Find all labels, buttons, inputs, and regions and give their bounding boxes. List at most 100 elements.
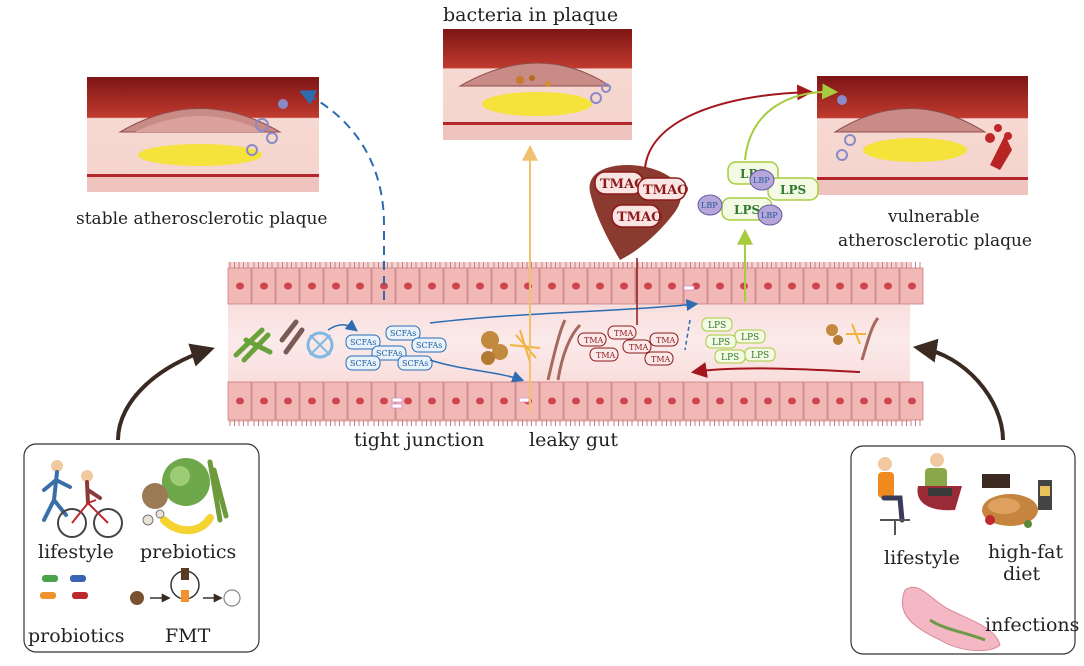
lps-tag: LPS [780, 183, 806, 197]
microvilli [277, 262, 297, 268]
lps-tag: LPS [734, 203, 760, 217]
scfa-tag: SCFAs [350, 338, 376, 347]
tight-junction-label: tight junction [354, 429, 484, 451]
microvilli [469, 420, 489, 426]
cell-nucleus [284, 282, 292, 290]
microvilli [613, 262, 633, 268]
microvilli [709, 262, 729, 268]
lps-tag: LPS [741, 333, 759, 343]
cell-nucleus [860, 397, 868, 405]
microvilli [757, 262, 777, 268]
microvilli [901, 420, 921, 426]
microvilli [781, 262, 801, 268]
cell-nucleus [620, 397, 628, 405]
high-fat-label-line1: high-fat [988, 541, 1063, 563]
tma-tag: TMA [614, 329, 634, 338]
risk-factors-arrow [912, 338, 1005, 441]
scfa-tag: SCFAs [350, 359, 376, 368]
fmt-label: FMT [165, 625, 211, 647]
cell-nucleus [452, 282, 460, 290]
cell-nucleus [332, 397, 340, 405]
cell-nucleus [788, 282, 796, 290]
cell-nucleus [476, 282, 484, 290]
bacteria-plaque-panel [443, 29, 632, 140]
cell-nucleus [500, 282, 508, 290]
microvilli [589, 262, 609, 268]
microvilli [301, 262, 321, 268]
cell-nucleus [308, 282, 316, 290]
microvilli [685, 420, 705, 426]
cell-nucleus [572, 282, 580, 290]
cell-nucleus [548, 397, 556, 405]
microvilli [493, 420, 513, 426]
tma-tag: TMA [656, 336, 676, 345]
microvilli [901, 262, 921, 268]
cell-nucleus [548, 282, 556, 290]
right-gut-bacteria [826, 317, 880, 361]
microvilli [349, 420, 369, 426]
cell-nucleus [404, 282, 412, 290]
lbp-tag: LBP [761, 211, 778, 220]
fmt-icon [130, 568, 241, 607]
cell-nucleus [716, 397, 724, 405]
microvilli [805, 420, 825, 426]
microvilli [613, 420, 633, 426]
cell-nucleus [884, 282, 892, 290]
vulnerable-label-line1: vulnerable [887, 207, 980, 227]
microvilli [877, 420, 897, 426]
microvilli [829, 420, 849, 426]
cell-nucleus [692, 397, 700, 405]
high-fat-food-icon [982, 474, 1052, 528]
tmao-tag: TMAO [600, 177, 645, 192]
cell-nucleus [284, 397, 292, 405]
microvilli [877, 262, 897, 268]
gut-epithelium-bottom [227, 381, 924, 426]
risk-factors-box: lifestyle high-fat diet infections [850, 445, 1079, 655]
scfa-to-junction-arrow [429, 359, 525, 383]
microvilli [277, 420, 297, 426]
microvilli [445, 262, 465, 268]
pathogen-bacteria-cluster [481, 319, 582, 381]
microvilli [733, 262, 753, 268]
vulnerable-label-line2: atherosclerotic plaque [838, 231, 1032, 251]
cell-nucleus [260, 282, 268, 290]
infections-label: infections [985, 614, 1079, 636]
lps-cluster-gut: LPS LPS LPS LPS LPS [701, 317, 776, 364]
cell-nucleus [644, 282, 652, 290]
exercise-icon [42, 460, 123, 538]
microvilli [637, 262, 657, 268]
microvilli [517, 262, 537, 268]
cell-nucleus [236, 397, 244, 405]
cell-nucleus [884, 397, 892, 405]
cell-nucleus [836, 397, 844, 405]
cell-nucleus [380, 397, 388, 405]
liver-tmao: TMAO TMAO TMAO [589, 165, 688, 260]
microvilli [661, 420, 681, 426]
microvilli [589, 420, 609, 426]
cell-nucleus [908, 282, 916, 290]
cell-nucleus [380, 282, 388, 290]
sedentary-lifestyle-icon [878, 453, 962, 535]
microvilli [445, 420, 465, 426]
microvilli [733, 420, 753, 426]
probiotics-label: probiotics [28, 625, 124, 647]
microvilli [373, 420, 393, 426]
tma-tag: TMA [651, 355, 671, 364]
lps-tag: LPS [751, 351, 769, 361]
cell-nucleus [356, 282, 364, 290]
microvilli [421, 262, 441, 268]
cell-nucleus [428, 397, 436, 405]
lbp-tag: LBP [753, 176, 770, 185]
scfa-tag: SCFAs [402, 359, 428, 368]
cell-nucleus [836, 282, 844, 290]
tmao-to-vulnerable-arrow [644, 84, 814, 169]
microvilli [565, 420, 585, 426]
microvilli [541, 420, 561, 426]
microvilli [685, 262, 705, 268]
pathway-arrows [116, 83, 1005, 441]
stable-plaque-panel [87, 77, 319, 192]
cell-nucleus [428, 282, 436, 290]
left-lifestyle-label: lifestyle [38, 541, 114, 563]
